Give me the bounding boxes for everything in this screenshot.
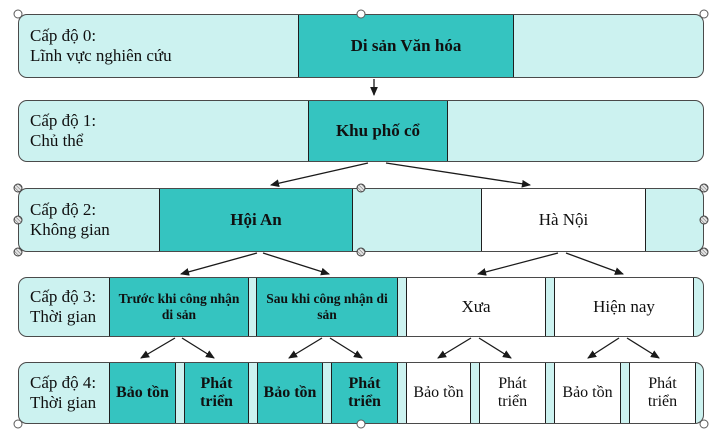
arrow — [140, 337, 176, 359]
level-3-row[interactable]: Cấp độ 3: Thời gian Trước khi công nhận … — [18, 277, 704, 337]
node-label: Hà Nội — [538, 210, 589, 230]
selection-handle-circle-icon[interactable] — [699, 9, 709, 19]
level-0-label: Cấp độ 0: Lĩnh vực nghiên cứu — [30, 15, 172, 77]
level-4-label: Cấp độ 4: Thời gian — [30, 363, 96, 423]
selection-handle-hatched-icon[interactable] — [699, 183, 709, 193]
selection-handle-hatched-icon[interactable] — [13, 247, 23, 257]
node-label: Bảo tồn — [116, 383, 169, 401]
level-0-row[interactable]: Cấp độ 0: Lĩnh vực nghiên cứu Di sản Văn… — [18, 14, 704, 78]
level-caption: Cấp độ 4: — [30, 372, 97, 392]
arrow — [179, 252, 258, 276]
node-phat-trien-1[interactable]: Phát triển — [184, 363, 249, 423]
node-label: Khu phố cổ — [335, 121, 421, 141]
level-caption: Cấp độ 3: — [30, 286, 97, 306]
node-truoc-khi-cong-nhan[interactable]: Trước khi công nhận di sản — [109, 278, 249, 336]
level-caption: Cấp độ 0: — [30, 25, 97, 45]
node-phat-trien-2[interactable]: Phát triển — [331, 363, 398, 423]
node-label: Xưa — [461, 297, 491, 317]
arrow — [626, 337, 660, 359]
arrow — [476, 252, 559, 276]
arrow — [385, 162, 532, 188]
node-label: Bảo tồn — [562, 383, 613, 401]
node-label: Phát triển — [348, 374, 381, 410]
selection-handle-hatched-icon[interactable] — [356, 247, 366, 257]
selection-handle-hatched-icon[interactable] — [356, 183, 366, 193]
node-label: Trước khi công nhận di sản — [118, 291, 240, 322]
node-label: Hội An — [230, 210, 282, 230]
node-label: Phát triển — [647, 374, 678, 410]
selection-handle-hatched-icon[interactable] — [13, 215, 23, 225]
level-category: Thời gian — [30, 307, 97, 326]
node-label: Phát triển — [200, 374, 233, 410]
node-hien-nay[interactable]: Hiện nay — [554, 278, 694, 336]
arrow — [329, 337, 363, 359]
node-bao-ton-1[interactable]: Bảo tồn — [109, 363, 176, 423]
level-2-row[interactable]: Cấp độ 2: Không gian Hội An Hà Nội — [18, 188, 704, 252]
level-4-row[interactable]: Cấp độ 4: Thời gian Bảo tồn Phát triển B… — [18, 362, 704, 424]
arrow — [181, 337, 215, 359]
level-category: Chủ thể — [30, 131, 84, 150]
node-label: Hiện nay — [593, 297, 655, 317]
level-1-row[interactable]: Cấp độ 1: Chủ thể Khu phố cổ — [18, 100, 704, 162]
node-sau-khi-cong-nhan[interactable]: Sau khi công nhận di sản — [256, 278, 398, 336]
arrow — [587, 337, 620, 359]
selection-handle-circle-icon[interactable] — [699, 419, 709, 429]
node-label: Phát triển — [497, 374, 528, 410]
level-caption: Cấp độ 1: — [30, 110, 97, 130]
node-hoi-an[interactable]: Hội An — [159, 189, 353, 251]
level-category: Lĩnh vực nghiên cứu — [30, 46, 172, 65]
node-di-san-van-hoa[interactable]: Di sản Văn hóa — [298, 15, 514, 77]
node-bao-ton-3[interactable]: Bảo tồn — [406, 363, 471, 423]
node-khu-pho-co[interactable]: Khu phố cổ — [308, 101, 448, 161]
node-phat-trien-4[interactable]: Phát triển — [629, 363, 696, 423]
node-xua[interactable]: Xưa — [406, 278, 546, 336]
level-2-label: Cấp độ 2: Không gian — [30, 189, 110, 251]
arrow — [269, 162, 369, 188]
node-ha-noi[interactable]: Hà Nội — [481, 189, 646, 251]
arrow — [262, 252, 330, 276]
arrow — [288, 337, 323, 359]
node-bao-ton-4[interactable]: Bảo tồn — [554, 363, 621, 423]
node-label: Bảo tồn — [263, 383, 317, 401]
node-label: Di sản Văn hóa — [350, 36, 462, 56]
selection-handle-circle-icon[interactable] — [356, 9, 366, 19]
node-bao-ton-2[interactable]: Bảo tồn — [257, 363, 323, 423]
selection-handle-hatched-icon[interactable] — [699, 215, 709, 225]
selection-handle-circle-icon[interactable] — [13, 419, 23, 429]
selection-handle-circle-icon[interactable] — [356, 419, 366, 429]
level-1-label: Cấp độ 1: Chủ thể — [30, 101, 96, 161]
arrow — [478, 337, 512, 359]
level-3-label: Cấp độ 3: Thời gian — [30, 278, 96, 336]
level-category: Thời gian — [30, 393, 97, 412]
arrow — [437, 337, 472, 359]
level-caption: Cấp độ 2: — [30, 199, 97, 219]
level-category: Không gian — [30, 220, 110, 239]
node-phat-trien-3[interactable]: Phát triển — [479, 363, 546, 423]
selection-handle-circle-icon[interactable] — [13, 9, 23, 19]
selection-handle-hatched-icon[interactable] — [13, 183, 23, 193]
arrow — [565, 252, 624, 275]
node-label: Bảo tồn — [413, 383, 464, 401]
selection-handle-hatched-icon[interactable] — [699, 247, 709, 257]
node-label: Sau khi công nhận di sản — [266, 291, 388, 322]
